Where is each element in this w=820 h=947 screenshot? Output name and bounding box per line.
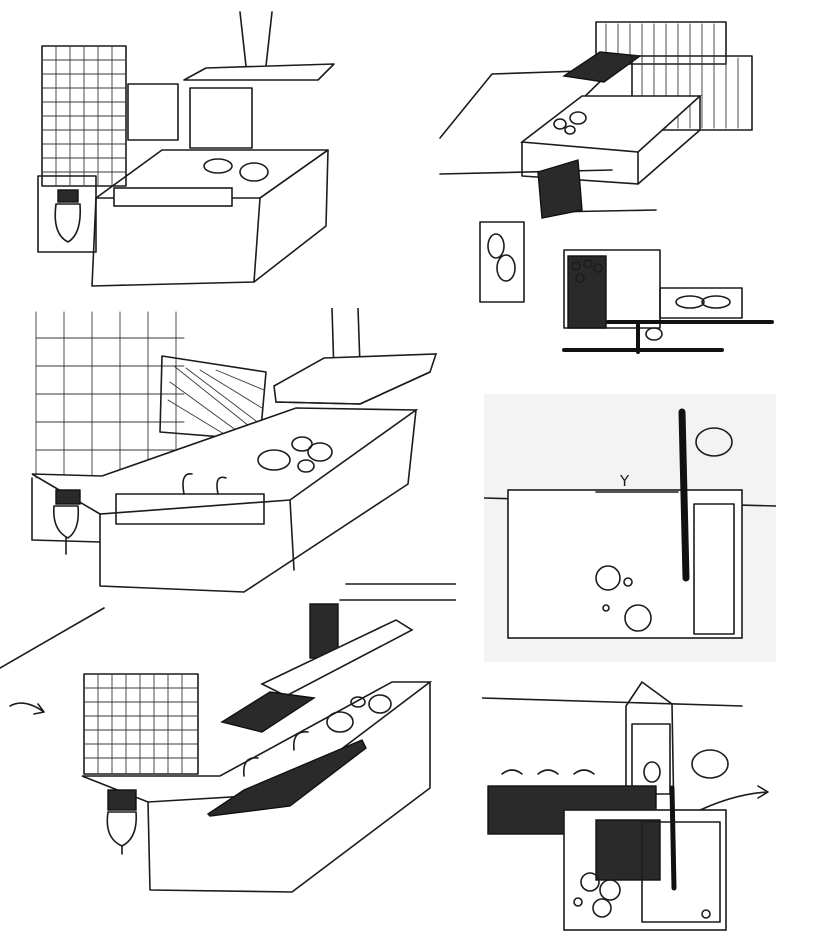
plan-sketch bbox=[479, 221, 774, 354]
sketch-drawing bbox=[0, 583, 456, 893]
toilet bbox=[37, 175, 97, 253]
sketch-panel-perspective-2 bbox=[432, 12, 804, 362]
plan-annotation-label: Y bbox=[619, 472, 630, 490]
curved-arrow-icon bbox=[9, 702, 45, 715]
sketch-panel-plan-1: Y bbox=[484, 394, 776, 662]
vanity-counter bbox=[81, 681, 433, 893]
sketch-drawing bbox=[439, 21, 774, 354]
sketch-panel-perspective-1 bbox=[22, 8, 352, 306]
sketch-drawing: Y bbox=[484, 408, 776, 639]
tiled-wall bbox=[41, 45, 127, 187]
hanging-shelf bbox=[220, 603, 414, 733]
sketch-panel-perspective-4 bbox=[0, 580, 456, 940]
sketch-drawing bbox=[482, 681, 769, 931]
mirror-right bbox=[189, 87, 253, 149]
back-cabinet bbox=[562, 21, 753, 131]
hanging-shelf bbox=[183, 11, 335, 81]
toilet bbox=[31, 477, 101, 555]
sketch-panel-plan-2 bbox=[482, 676, 780, 940]
counter-plan bbox=[487, 785, 727, 931]
tiled-wall bbox=[83, 673, 199, 775]
toilet bbox=[106, 789, 138, 855]
sketch-drawing bbox=[37, 11, 335, 287]
vanity-block bbox=[519, 95, 703, 219]
tiled-wall bbox=[35, 311, 185, 479]
vanity-counter bbox=[31, 407, 419, 593]
sketch-drawing bbox=[31, 308, 438, 593]
mirror-left bbox=[127, 83, 179, 141]
vanity-counter bbox=[91, 149, 329, 287]
sketch-panel-perspective-3 bbox=[4, 308, 444, 604]
hanging-shelf bbox=[273, 308, 438, 405]
